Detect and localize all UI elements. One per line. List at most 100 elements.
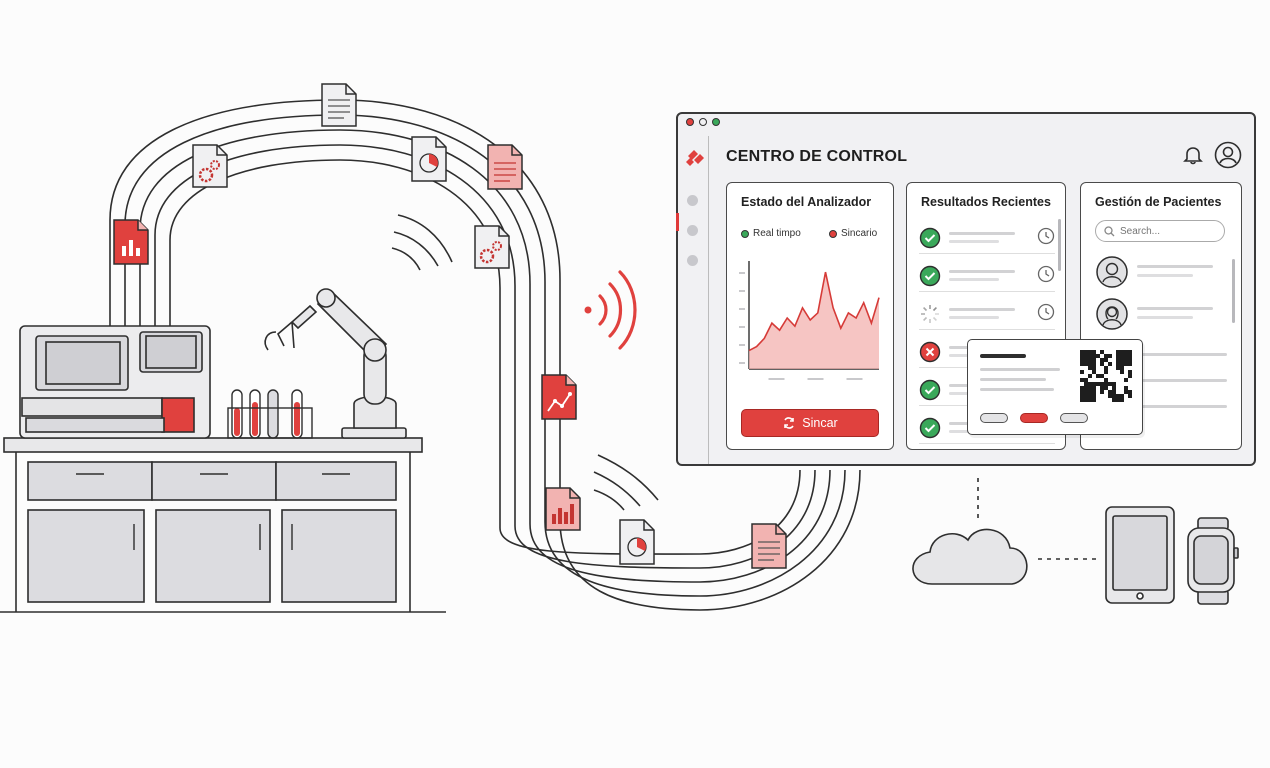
lab-bench — [0, 437, 446, 613]
qr-module — [1080, 362, 1084, 366]
qr-module — [1084, 390, 1088, 394]
qr-module — [1120, 358, 1124, 362]
cloud-icon — [912, 528, 1028, 585]
window-controls — [686, 118, 720, 126]
dashboard-window: CENTRO DE CONTROL Estado del Analizador … — [676, 112, 1256, 466]
sync-button[interactable]: Sincar — [741, 409, 879, 437]
patient-row[interactable] — [1095, 255, 1231, 291]
qr-module — [1104, 366, 1108, 370]
patients-scrollbar[interactable] — [1232, 259, 1235, 323]
qr-module — [1088, 374, 1092, 378]
qr-module — [1092, 382, 1096, 386]
sidebar — [676, 136, 709, 464]
close-window-button[interactable] — [686, 118, 694, 126]
clock-icon — [1037, 265, 1055, 283]
search-icon — [1104, 225, 1115, 236]
result-row[interactable] — [919, 261, 1055, 292]
qr-module — [1088, 382, 1092, 386]
qr-module — [1088, 350, 1092, 354]
qr-module — [1092, 386, 1096, 390]
test-tube-rack — [227, 389, 313, 439]
bell-icon[interactable] — [1182, 144, 1204, 166]
qr-module — [1124, 386, 1128, 390]
qr-module — [1088, 398, 1092, 402]
qr-module — [1100, 386, 1104, 390]
qr-module — [1104, 382, 1108, 386]
qr-module — [1128, 362, 1132, 366]
qr-module — [1092, 398, 1096, 402]
sidebar-item-1[interactable] — [687, 195, 698, 206]
qr-module — [1092, 394, 1096, 398]
sync-button-label: Sincar — [802, 416, 838, 430]
data-cable — [109, 99, 861, 611]
result-status — [919, 303, 941, 330]
qr-module — [1092, 390, 1096, 394]
result-title-placeholder — [949, 232, 1015, 235]
qr-module — [1084, 378, 1088, 382]
results-scrollbar[interactable] — [1058, 219, 1061, 271]
document-icon — [321, 83, 357, 127]
qr-module — [1104, 354, 1108, 358]
pie-document-icon — [411, 136, 447, 182]
user-icon[interactable] — [1214, 141, 1242, 169]
patient-search-input[interactable] — [1120, 225, 1210, 237]
patient-placeholder-line — [1139, 379, 1227, 382]
sidebar-item-2[interactable] — [687, 225, 698, 236]
result-status — [919, 227, 941, 254]
qr-module — [1088, 358, 1092, 362]
check-icon — [919, 379, 941, 401]
sidebar-item-3[interactable] — [687, 255, 698, 266]
qr-module — [1092, 370, 1096, 374]
qr-module — [1096, 382, 1100, 386]
qr-module — [1108, 390, 1112, 394]
qr-module — [1092, 362, 1096, 366]
legend-realtime: Real timpo — [741, 228, 801, 239]
card-line-placeholder — [980, 388, 1054, 391]
card-option-button[interactable] — [980, 413, 1008, 423]
qr-module — [1120, 370, 1124, 374]
qr-module — [1080, 390, 1084, 394]
qr-module — [1100, 350, 1104, 354]
patients-panel-title: Gestión de Pacientes — [1095, 195, 1222, 209]
result-status — [919, 417, 941, 444]
qr-module — [1084, 398, 1088, 402]
robotic-arm — [264, 288, 407, 439]
patient-name-placeholder — [1137, 307, 1213, 310]
qr-module — [1108, 362, 1112, 366]
patient-detail-placeholder — [1137, 316, 1193, 319]
check-icon — [919, 265, 941, 287]
qr-module — [1116, 354, 1120, 358]
result-status — [919, 341, 941, 368]
qr-module — [1120, 366, 1124, 370]
qr-module — [1128, 390, 1132, 394]
qr-module — [1104, 370, 1108, 374]
qr-module — [1120, 350, 1124, 354]
results-panel-title: Resultados Recientes — [921, 195, 1051, 209]
qr-module — [1128, 374, 1132, 378]
legend-sync-label: Sincario — [841, 228, 878, 239]
qr-module — [1116, 398, 1120, 402]
qr-module — [1084, 350, 1088, 354]
minimize-window-button[interactable] — [699, 118, 707, 126]
qr-module — [1112, 394, 1116, 398]
connection-lines — [977, 478, 1096, 560]
qr-module — [1124, 362, 1128, 366]
qr-module — [1092, 358, 1096, 362]
card-primary-button[interactable] — [1020, 413, 1048, 423]
qr-code-card — [967, 339, 1143, 435]
clock-icon — [1037, 303, 1055, 321]
result-row[interactable] — [919, 223, 1055, 254]
qr-module — [1080, 358, 1084, 362]
qr-module — [1116, 362, 1120, 366]
qr-module — [1108, 354, 1112, 358]
analyzer-panel-title: Estado del Analizador — [741, 195, 872, 209]
qr-module — [1088, 362, 1092, 366]
result-row[interactable] — [919, 299, 1055, 330]
patient-row[interactable] — [1095, 297, 1231, 333]
maximize-window-button[interactable] — [712, 118, 720, 126]
watch-icon — [1187, 517, 1239, 605]
gear-document-icon — [474, 225, 510, 269]
card-option-button[interactable] — [1060, 413, 1088, 423]
analyzer-status-panel: Estado del Analizador Real timpo Sincari… — [726, 182, 894, 450]
qr-module — [1092, 354, 1096, 358]
